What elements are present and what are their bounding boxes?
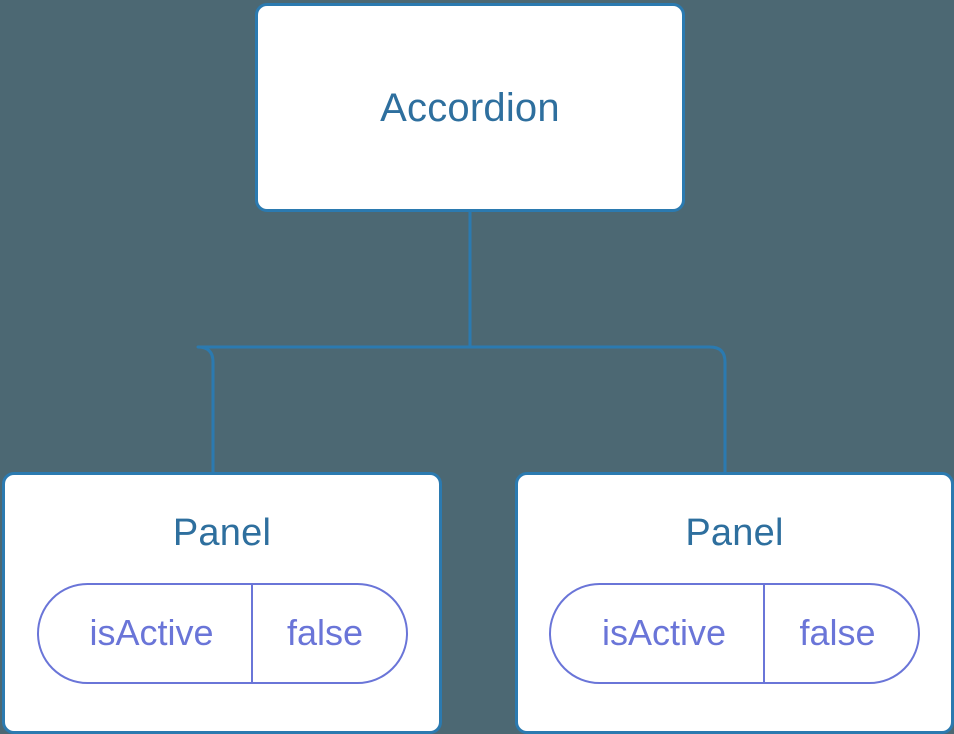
prop-value-is-active-left: false bbox=[286, 612, 364, 654]
connector-to-left-child bbox=[196, 345, 470, 474]
prop-key-is-active-right: isActive bbox=[551, 584, 765, 682]
prop-key-is-active-left: isActive bbox=[39, 584, 253, 682]
node-panel-right-label: Panel bbox=[685, 512, 784, 554]
prop-value-is-active-right: false bbox=[799, 612, 876, 654]
node-panel-left[interactable]: Panel isActive false bbox=[2, 472, 442, 734]
prop-pill-right[interactable]: isActive false bbox=[549, 582, 920, 684]
node-accordion-label: Accordion bbox=[380, 85, 560, 130]
node-panel-right[interactable]: Panel isActive false bbox=[515, 472, 954, 734]
node-accordion[interactable]: Accordion bbox=[255, 3, 685, 212]
connector-to-right-child bbox=[470, 345, 727, 474]
prop-pill-left[interactable]: isActive false bbox=[36, 582, 408, 684]
node-panel-left-label: Panel bbox=[172, 512, 272, 554]
